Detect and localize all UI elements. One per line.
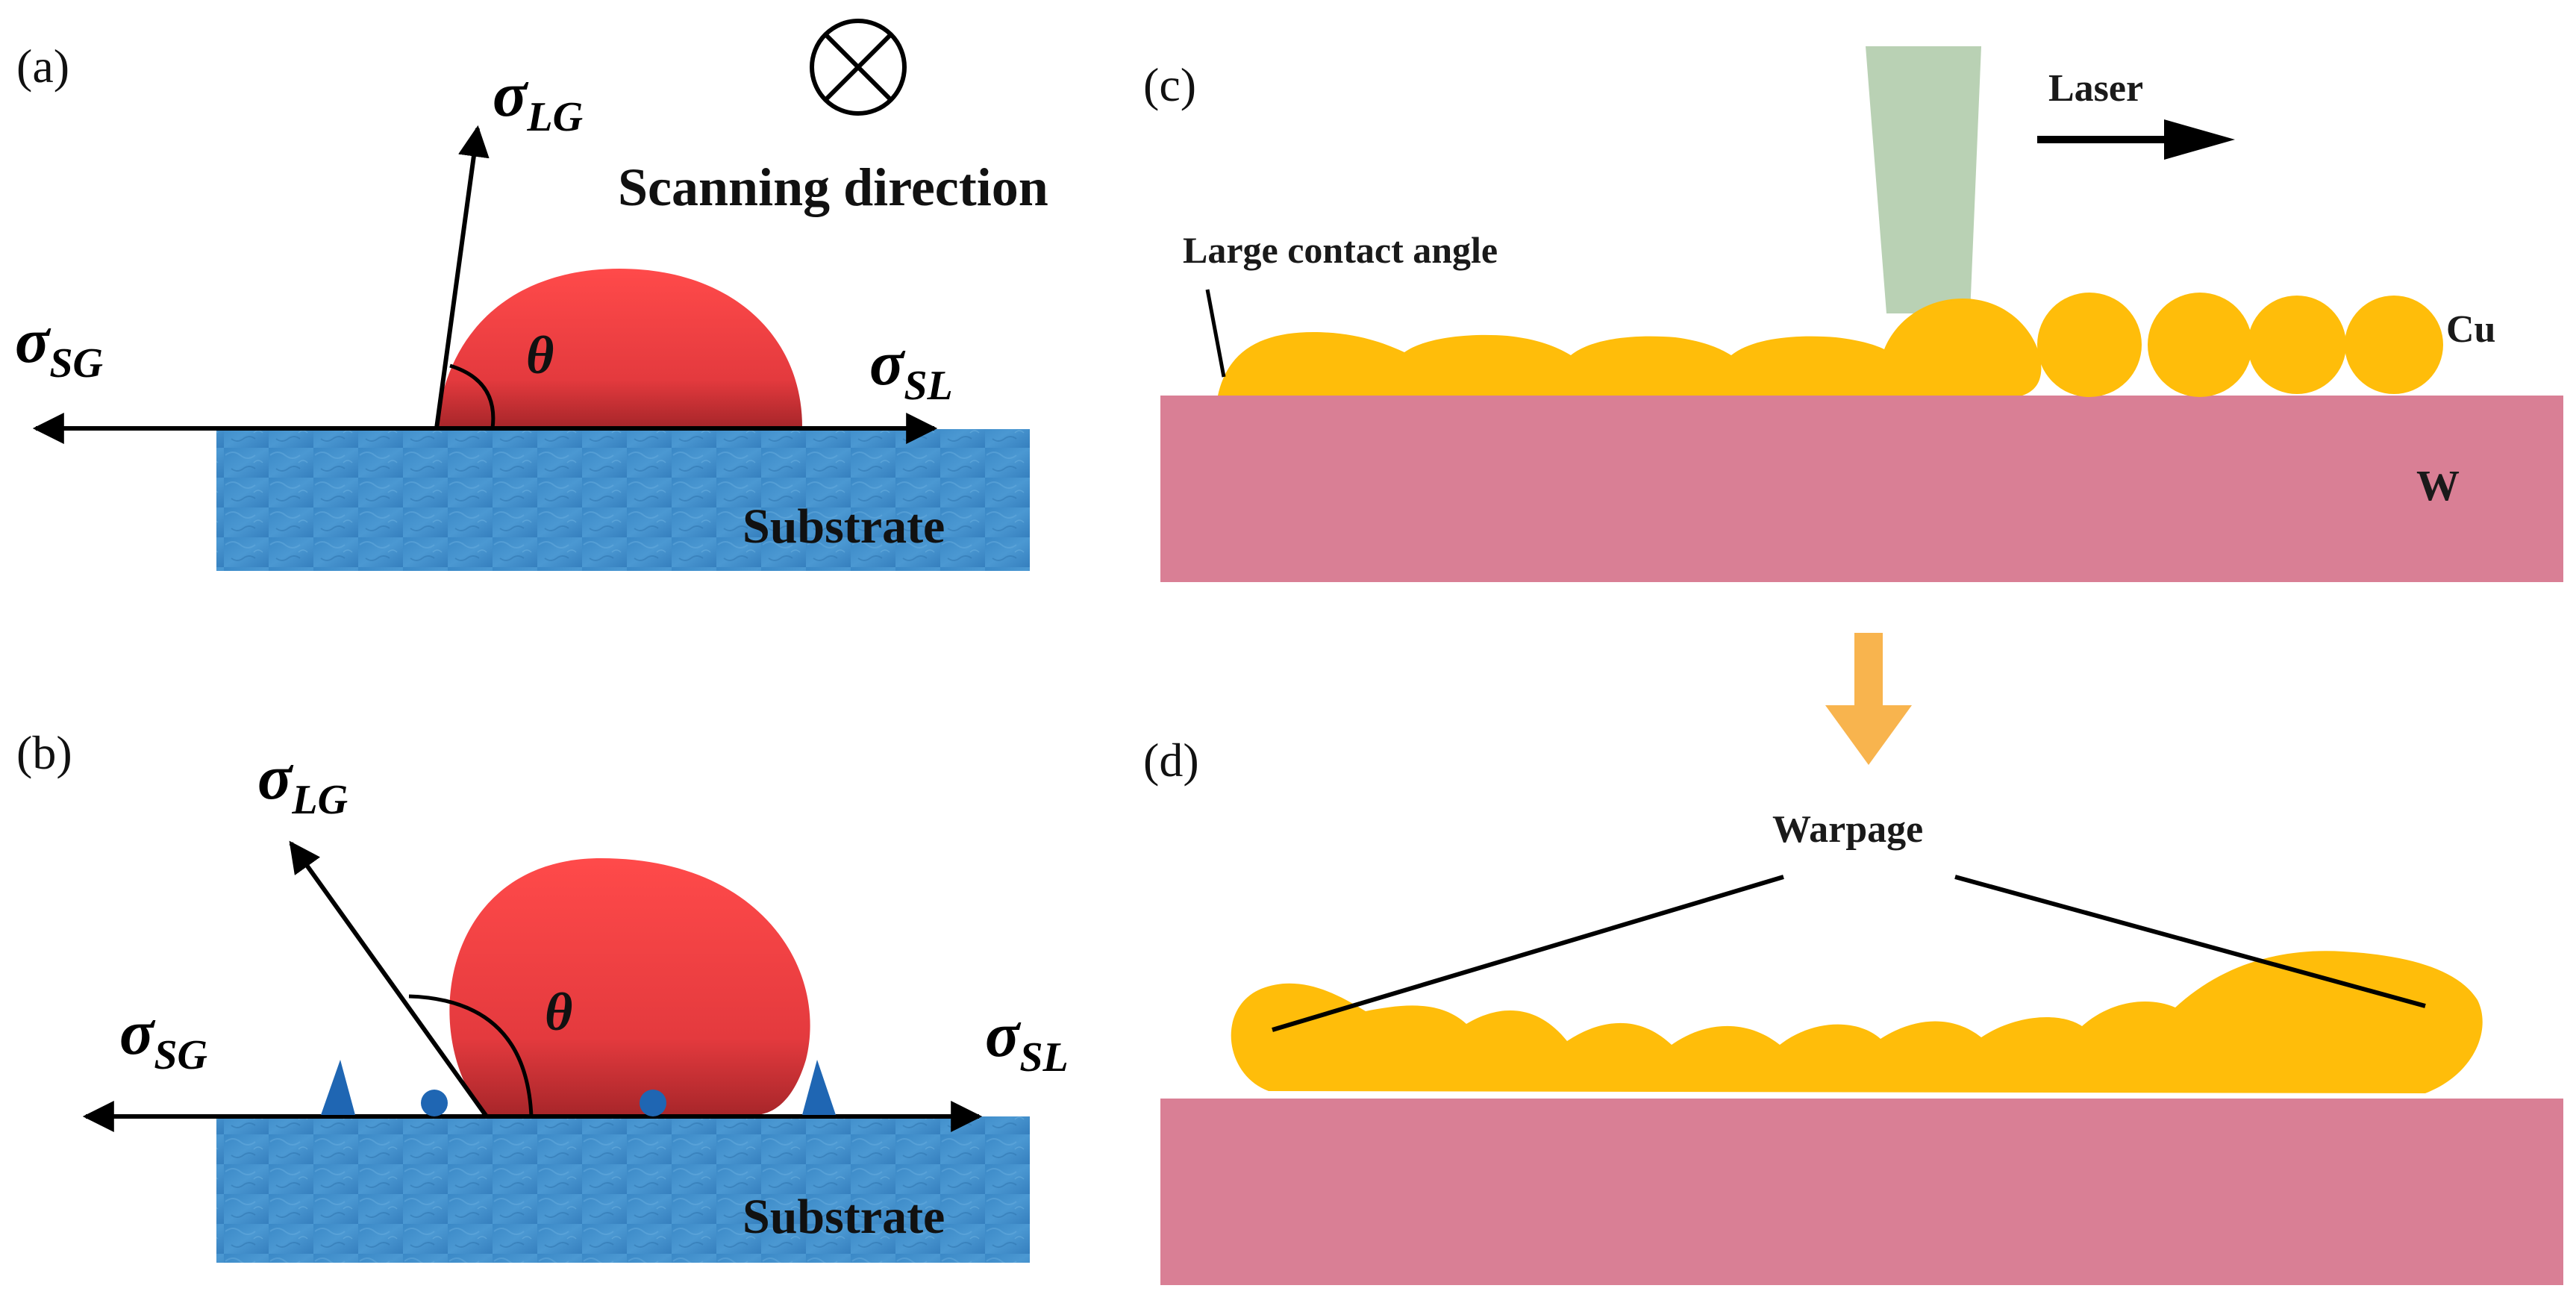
warped-copper-layer (1231, 951, 2483, 1093)
contact-angle-arc (449, 363, 495, 429)
copper-powder-sphere (2248, 296, 2346, 394)
substrate-label: Substrate (743, 499, 945, 554)
panel-a-label: (a) (16, 40, 69, 93)
impurity-particle (421, 1090, 448, 1116)
panel-c-label: (c) (1143, 58, 1196, 111)
substrate-block (216, 429, 1030, 571)
into-page-direction-icon (810, 19, 907, 116)
sigma-sg-label: σSG (15, 304, 103, 387)
liquid-droplet (449, 858, 810, 1115)
panel-b-label: (b) (16, 726, 72, 779)
copper-powder-sphere (2148, 293, 2252, 397)
contact-angle-pointer (1205, 289, 1226, 378)
impurity-spike (802, 1060, 836, 1115)
sigma-lg-label: σLG (493, 58, 583, 140)
scanning-direction-label: Scanning direction (618, 157, 1048, 217)
sigma-sl-label: σSL (869, 327, 953, 409)
panel-a: (a) Substrate θ σLG σSG σSL Scanning dir… (15, 19, 1048, 571)
sigma-lg-arrow (434, 125, 490, 429)
panel-b: (b) Substrate θ σLG σSG σSL (16, 726, 1069, 1263)
impurity-particle (640, 1090, 666, 1116)
theta-symbol: θ (526, 325, 554, 385)
contact-angle-arc (408, 994, 534, 1117)
sigma-sl-label: σSL (985, 999, 1069, 1081)
panel-d: (d) Warpage (1143, 734, 2563, 1285)
substrate-block (216, 1116, 1030, 1263)
theta-symbol: θ (545, 982, 572, 1042)
tungsten-substrate (1160, 1099, 2563, 1285)
sigma-lg-label: σLG (257, 741, 348, 823)
process-down-arrow (1825, 633, 1912, 765)
cu-label: Cu (2446, 308, 2495, 351)
laser-label: Laser (2048, 67, 2143, 110)
panel-d-label: (d) (1143, 734, 1199, 787)
copper-powder-sphere (2037, 293, 2142, 397)
w-label: W (2416, 461, 2460, 510)
impurity-spike (321, 1060, 355, 1115)
warpage-pointer-left (1272, 875, 1784, 1032)
warpage-label: Warpage (1772, 808, 1923, 851)
substrate-label: Substrate (743, 1190, 945, 1244)
laser-beam (1866, 46, 1981, 313)
sigma-sg-label: σSG (119, 996, 207, 1078)
panel-c: (c) W Laser Cu Large contact angle (1143, 46, 2563, 582)
contact-angle-label: Large contact angle (1183, 229, 1498, 271)
liquid-droplet (437, 269, 802, 427)
tungsten-substrate (1160, 396, 2563, 582)
warpage-pointer-right (1954, 875, 2426, 1008)
copper-powder-sphere (2345, 296, 2443, 394)
laser-direction-arrow (2037, 119, 2235, 160)
sigma-lg-arrow (289, 840, 489, 1118)
copper-melt-track (1218, 299, 2042, 396)
